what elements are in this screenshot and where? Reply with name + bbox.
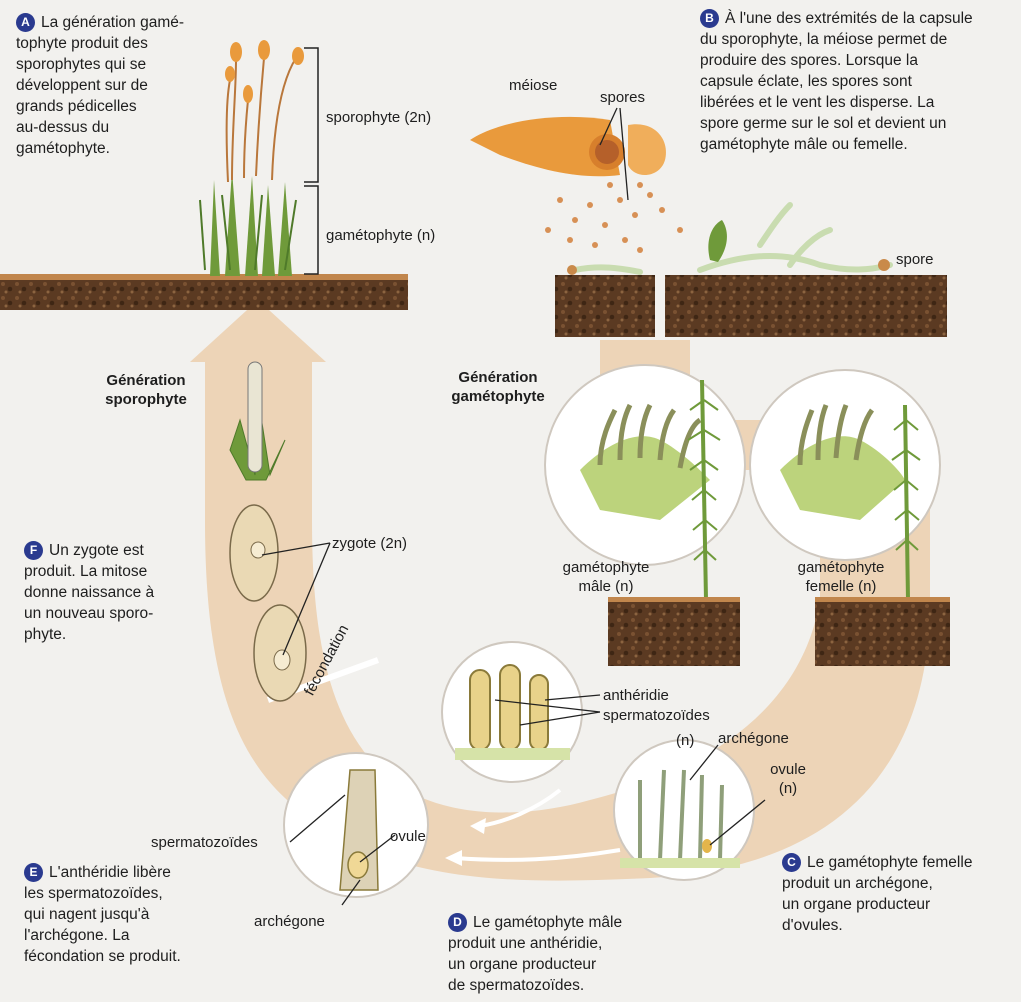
male-gametophyte-detail (545, 365, 745, 565)
badge-e: E (24, 863, 43, 882)
caption-f: FUn zygote est produit. La mitose donne … (24, 540, 214, 645)
badge-f: F (24, 541, 43, 560)
label-ovule-c: ovule (n) (758, 760, 818, 798)
fertilisation-detail (284, 753, 428, 897)
caption-c-text: Le gamétophyte femelle produit un archég… (782, 854, 972, 934)
spore-germination (555, 205, 947, 337)
label-spores: spores (600, 88, 645, 107)
label-gametophyte-male: gamétophyte mâle (n) (550, 558, 662, 596)
label-n-d: (n) (676, 731, 694, 750)
label-generation-gametophyte: Génération gamétophyte (438, 368, 558, 406)
caption-a-text: La génération gamé- tophyte produit des … (16, 14, 184, 157)
caption-d-text: Le gamétophyte mâle produit une anthérid… (448, 914, 622, 994)
label-meiose: méiose (509, 76, 557, 95)
badge-c: C (782, 853, 801, 872)
label-ovule-e: ovule (390, 827, 426, 846)
label-gametophyte-female: gamétophyte femelle (n) (785, 558, 897, 596)
label-sporophyte: sporophyte (2n) (326, 108, 431, 127)
label-zygote: zygote (2n) (332, 534, 407, 553)
archegonia-detail (614, 740, 754, 880)
capsule-meiosis (470, 108, 683, 253)
badge-b: B (700, 9, 719, 28)
female-gametophyte-detail (750, 370, 940, 560)
label-spore: spore (896, 250, 934, 269)
badge-a: A (16, 13, 35, 32)
caption-d: DLe gamétophyte mâle produit une anthéri… (448, 912, 668, 996)
antheridia-detail (442, 642, 582, 782)
caption-b-text: À l'une des extrémités de la capsule du … (700, 10, 973, 153)
badge-d: D (448, 913, 467, 932)
label-antheridie: anthéridie (603, 686, 669, 705)
label-generation-sporophyte: Génération sporophyte (96, 371, 196, 409)
caption-c: CLe gamétophyte femelle produit un arché… (782, 852, 1012, 936)
caption-e: EL'anthéridie libère les spermatozoïdes,… (24, 862, 254, 967)
caption-f-text: Un zygote est produit. La mitose donne n… (24, 542, 154, 643)
label-archegone-e: archégone (254, 912, 325, 931)
label-spermatozoides-d: spermatozoïdes (603, 706, 710, 725)
caption-a: ALa génération gamé- tophyte produit des… (16, 12, 226, 159)
caption-e-text: L'anthéridie libère les spermatozoïdes, … (24, 864, 181, 965)
label-archegone-c: archégone (718, 729, 789, 748)
caption-b: BÀ l'une des extrémités de la capsule du… (700, 8, 1020, 155)
label-gametophyte: gamétophyte (n) (326, 226, 435, 245)
label-spermatozoides-e: spermatozoïdes (151, 833, 258, 852)
